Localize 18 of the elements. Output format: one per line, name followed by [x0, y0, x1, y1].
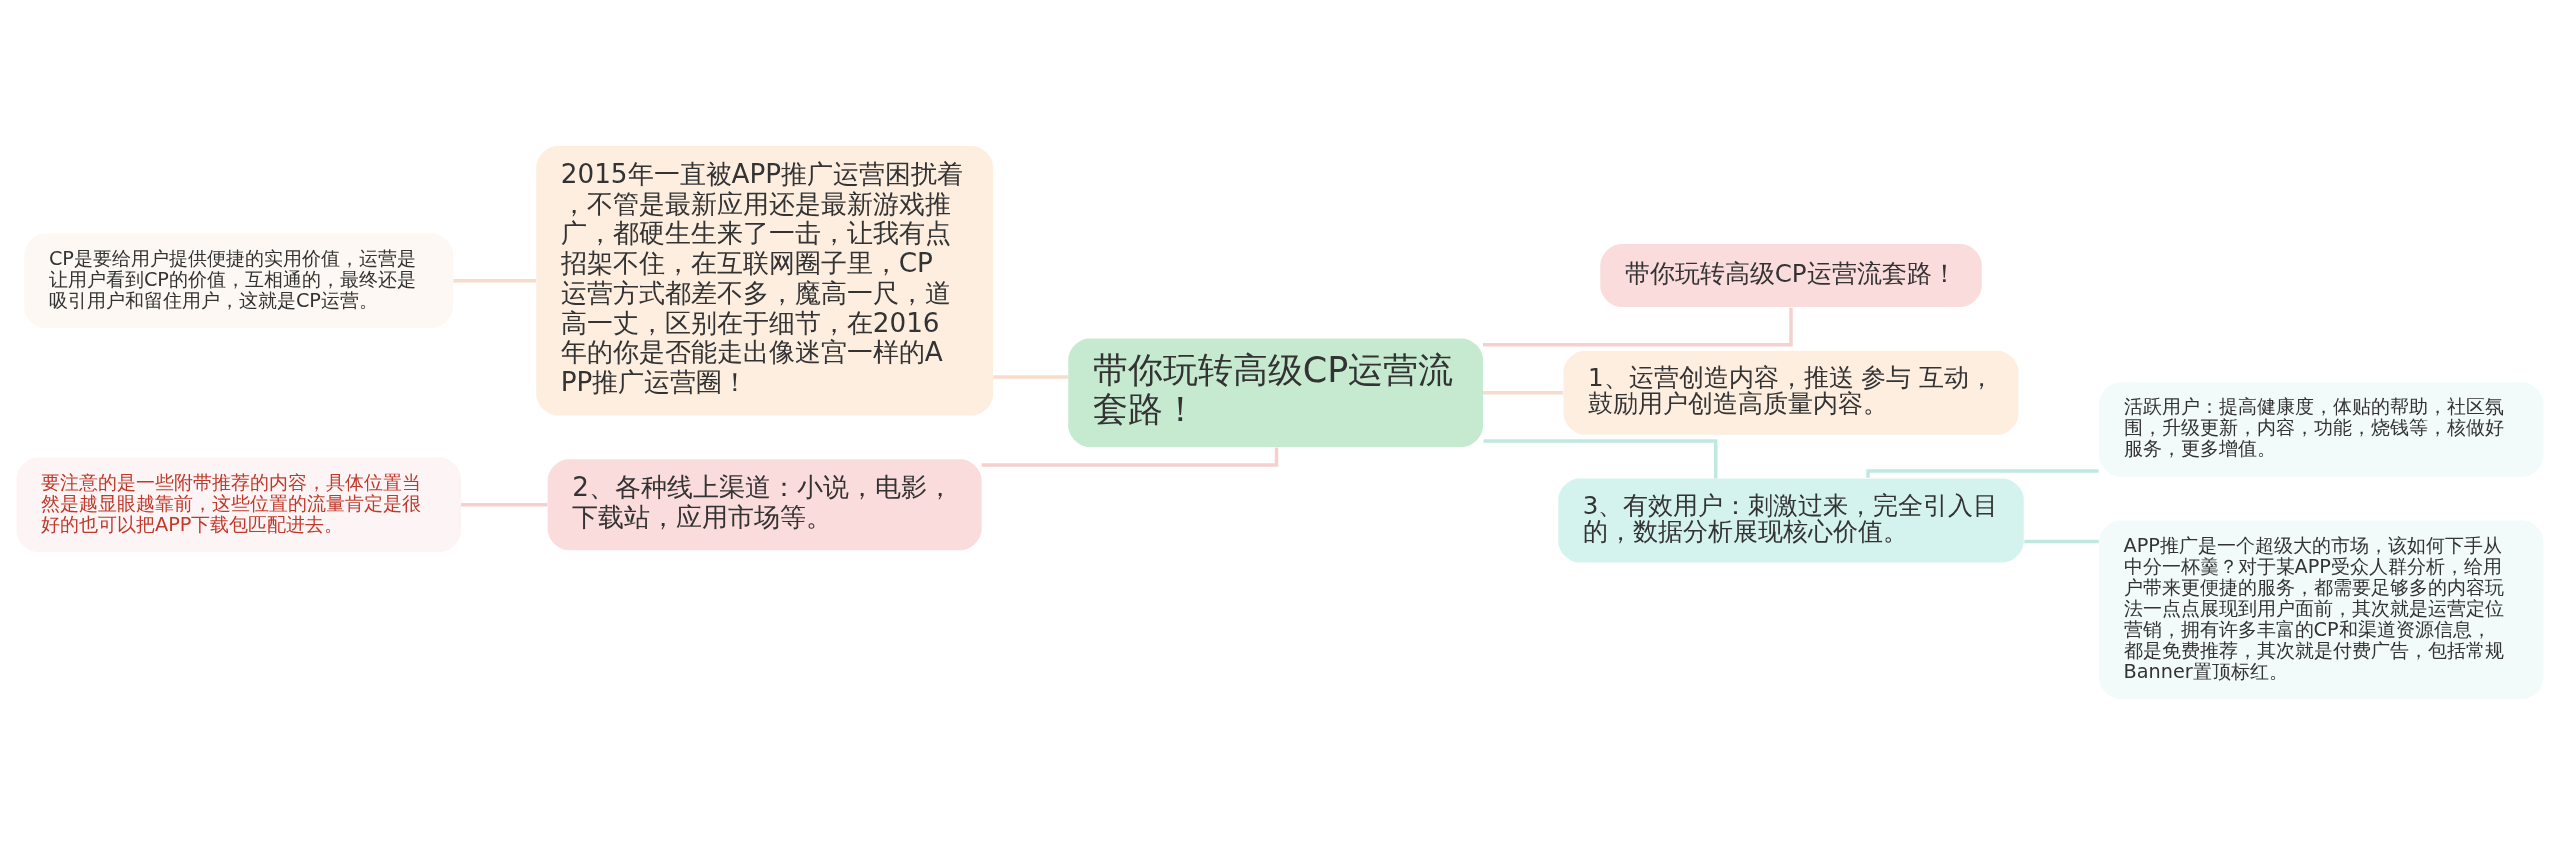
node-box: 带你玩转高级CP运营流套路！	[1068, 338, 1483, 447]
node-box: APP推广是一个超级大的市场，该如何下手从中分一杯羹？对于某APP受众人群分析，给用户带来更便捷的服务，都需要足够多的内容玩法一点点展现到用户面前，其次就是运营定位营销，拥有许多丰富的CP和渠道资源信息，都是免费推荐，其次就是付费广告，包括常规Banner置顶标红。	[2099, 520, 2544, 699]
node-box: 3、有效用户：刺激过来，完全引入目的，数据分析展现核心价值。	[1558, 478, 2024, 562]
node-box: 1、运营创造内容，推送 参与 互动，鼓励用户创造高质量内容。	[1563, 350, 2019, 435]
node-box: 要注意的是一些附带推荐的内容，具体位置当然是越显眼越靠前，这些位置的流量肯定是很好的也可以把APP下载包匹配进去。	[16, 457, 461, 552]
connector	[1483, 390, 1563, 394]
node-box: 2、各种线上渠道：小说，电影，下载站，应用市场等。	[547, 458, 982, 550]
connector	[1483, 307, 1793, 346]
node-box: CP是要给用户提供便捷的实用价值，运营是让用户看到CP的价值，互相通的，最终还是吸引用户和留住用户，这就是CP运营。	[24, 233, 454, 328]
node-box: 2015年一直被APP推广运营困扰着，不管是最新应用还是最新游戏推广，都硬生生来了一击，让我有点招架不住，在互联网圈子里，CP运营方式都差不多，魔高一尺，道高一丈，区别在于细节，在2016年的你是否能走出像迷宫一样的APP推广运营圈！	[536, 145, 993, 415]
connector	[453, 278, 537, 282]
connector	[993, 374, 1069, 379]
connector	[981, 447, 1279, 467]
node-box: 活跃用户：提高健康度，体贴的帮助，社区氛围，升级更新，内容，功能，烧钱等，核做好服务，更多增值。	[2099, 381, 2544, 477]
connector	[1866, 468, 2099, 478]
node-box: 带你玩转高级CP运营流套路！	[1600, 243, 1982, 307]
connector	[461, 502, 548, 506]
connector	[2024, 539, 2099, 543]
